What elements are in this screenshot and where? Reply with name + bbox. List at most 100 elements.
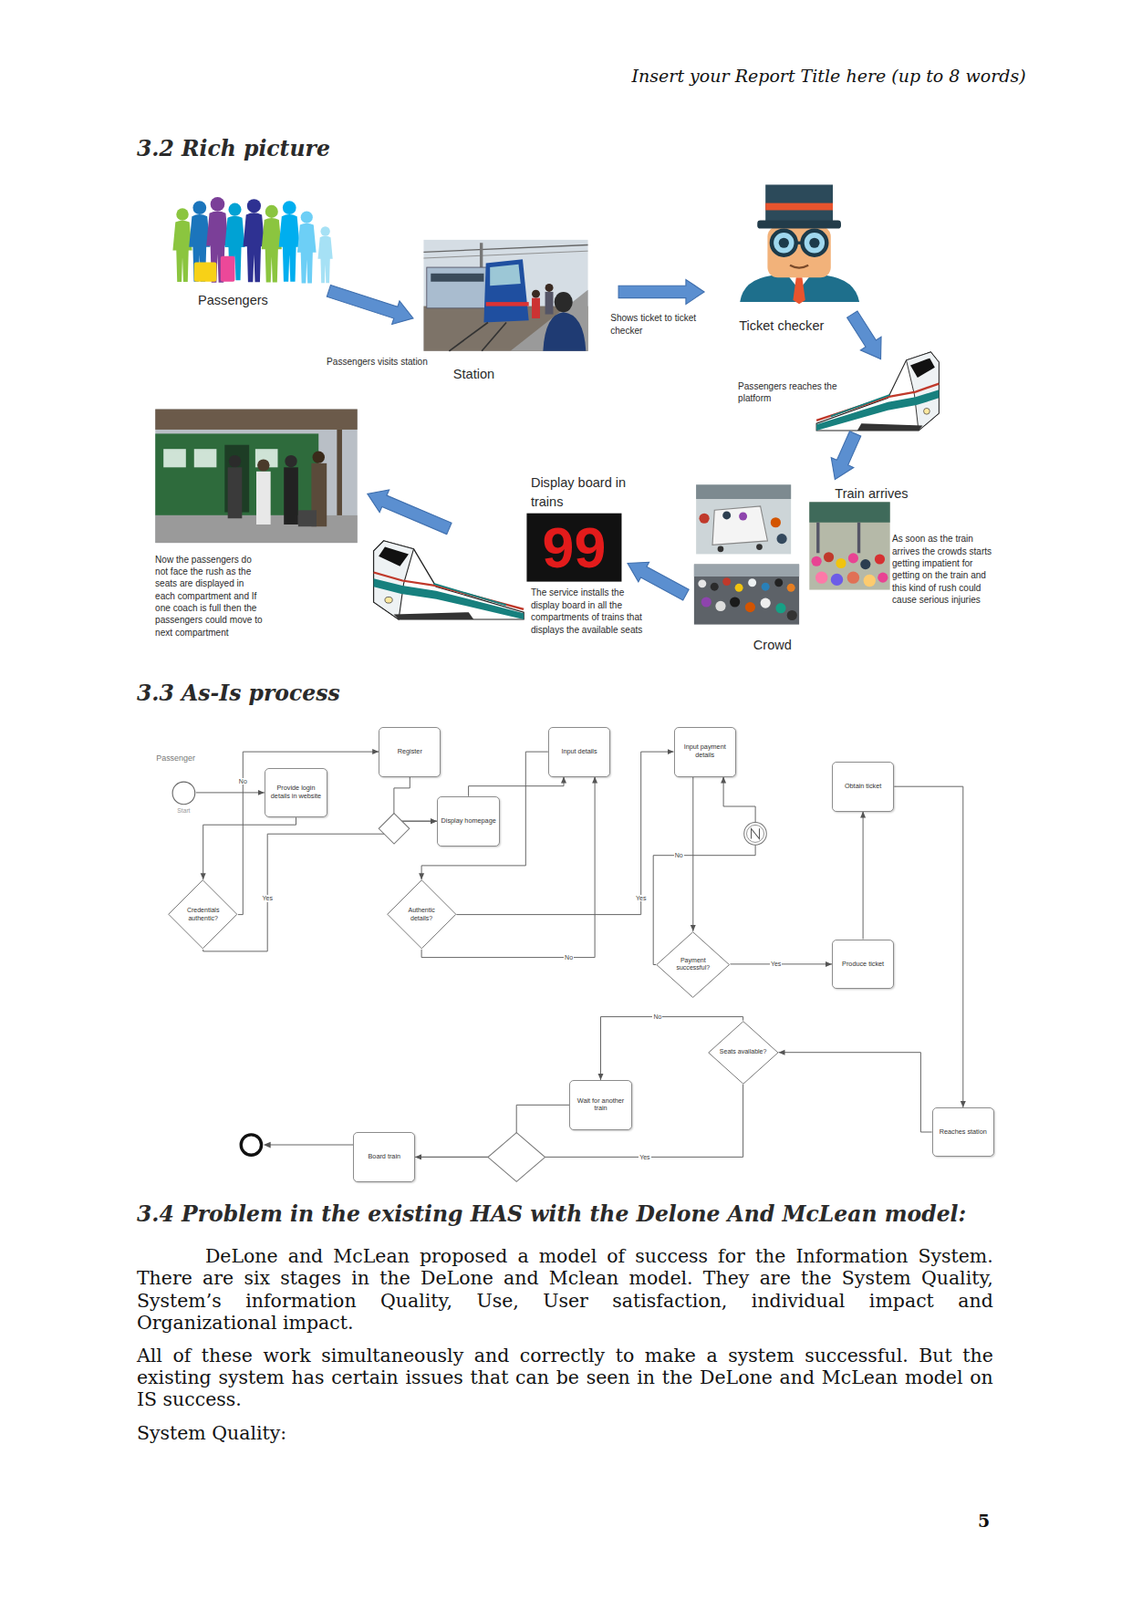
figure-caption: Passengers	[197, 292, 269, 309]
person	[745, 602, 756, 613]
cart	[712, 506, 768, 546]
figure-caption: Ticket checker	[738, 318, 824, 334]
photo-ground	[695, 484, 791, 554]
train-window	[163, 448, 187, 468]
figure-caption: Crowd	[753, 637, 792, 654]
person	[874, 553, 885, 564]
person	[722, 577, 731, 586]
flow-arrow	[363, 482, 455, 541]
node-text: Board train	[368, 1152, 402, 1162]
start-circle-shape	[172, 781, 196, 805]
wheel	[756, 543, 763, 551]
timer-event-inner	[746, 824, 764, 842]
description-note: The service installs the display board i…	[530, 586, 645, 636]
end-flow-line	[270, 1144, 354, 1146]
suitcase	[194, 261, 218, 281]
person	[735, 583, 744, 592]
description-note: As soon as the train arrives the crowds …	[892, 532, 1003, 606]
flow-arrow	[841, 307, 892, 365]
person	[775, 602, 786, 613]
photo-ground	[155, 409, 357, 544]
person	[848, 552, 859, 563]
flow-connector	[468, 777, 564, 797]
person	[698, 513, 709, 524]
person-body	[228, 467, 243, 519]
platform	[155, 515, 357, 543]
diamond-text-area: Credentials authentic?	[178, 906, 229, 923]
train-icon	[373, 540, 524, 620]
windshield	[489, 264, 521, 286]
photo-roof	[694, 564, 800, 577]
person	[747, 578, 757, 587]
stripe	[486, 301, 530, 306]
person	[823, 551, 834, 562]
diamond-shape	[168, 880, 238, 949]
canopy	[155, 409, 357, 430]
node-text: Reaches station	[939, 1128, 987, 1137]
flow-connector	[893, 786, 964, 1108]
passenger-figure	[279, 200, 301, 281]
process-box: Input details	[548, 726, 611, 778]
passenger-figure	[172, 207, 192, 282]
person	[738, 512, 748, 521]
decision-diamond: Seats available?	[707, 1020, 779, 1085]
person-body	[545, 291, 554, 315]
goggle-bridge	[796, 241, 803, 245]
person-body	[531, 298, 541, 319]
person	[815, 571, 828, 583]
checker-face	[767, 226, 831, 278]
passenger-figure	[261, 205, 282, 283]
locomotive	[483, 259, 529, 322]
diamond-text-area: Payment successful?	[666, 956, 719, 973]
diamond-text-area: Authentic details?	[396, 906, 447, 923]
suitcase	[220, 256, 236, 282]
pupil	[809, 238, 820, 249]
edge-label: Yes	[769, 960, 782, 967]
section-heading: 3.3 As-Is process	[136, 680, 341, 707]
decision-diamond: Credentials authentic?	[167, 879, 239, 950]
overhead-wire	[423, 244, 588, 252]
flow-connector	[203, 817, 297, 880]
crowd-photo	[809, 501, 890, 590]
flow-connector	[778, 1052, 933, 1132]
gateway-diamond	[488, 1132, 546, 1183]
mouth	[789, 265, 809, 269]
goggle	[771, 230, 797, 256]
photo-ground	[694, 564, 800, 625]
person	[729, 596, 740, 607]
node-text: Payment successful?	[666, 956, 719, 973]
lane-label: Passenger	[155, 753, 196, 764]
diamond-shape	[656, 932, 730, 998]
process-box: Obtain ticket	[831, 761, 894, 812]
rail	[448, 321, 489, 351]
flow-connector	[203, 820, 437, 952]
pillar	[857, 522, 861, 554]
photo-roof	[695, 484, 791, 499]
edge-label: Yes	[260, 894, 273, 902]
flow-connector	[653, 777, 756, 966]
station-photo	[423, 239, 588, 352]
person-head	[312, 450, 325, 463]
flow-connector	[421, 777, 595, 958]
node-text: Wait for another train	[572, 1097, 628, 1113]
person	[863, 574, 876, 587]
gateway-diamond	[378, 813, 410, 845]
photo-ground	[809, 501, 890, 590]
person-body	[283, 467, 299, 525]
edge-label: No	[563, 954, 574, 961]
hat-band	[765, 203, 833, 211]
end-event	[240, 1134, 261, 1155]
train-window	[194, 448, 218, 468]
seat-count-display: 99	[526, 513, 622, 582]
start-circle	[171, 780, 197, 806]
person-head	[554, 291, 573, 312]
person	[847, 571, 860, 583]
flow-connector	[394, 777, 437, 822]
crowd-photo	[694, 564, 800, 625]
node-text: Register	[397, 747, 423, 757]
body-text: System Quality:	[136, 1422, 287, 1444]
node-text: Seats available?	[719, 1048, 768, 1056]
person-body	[256, 471, 271, 525]
boarding-photo	[155, 409, 357, 544]
